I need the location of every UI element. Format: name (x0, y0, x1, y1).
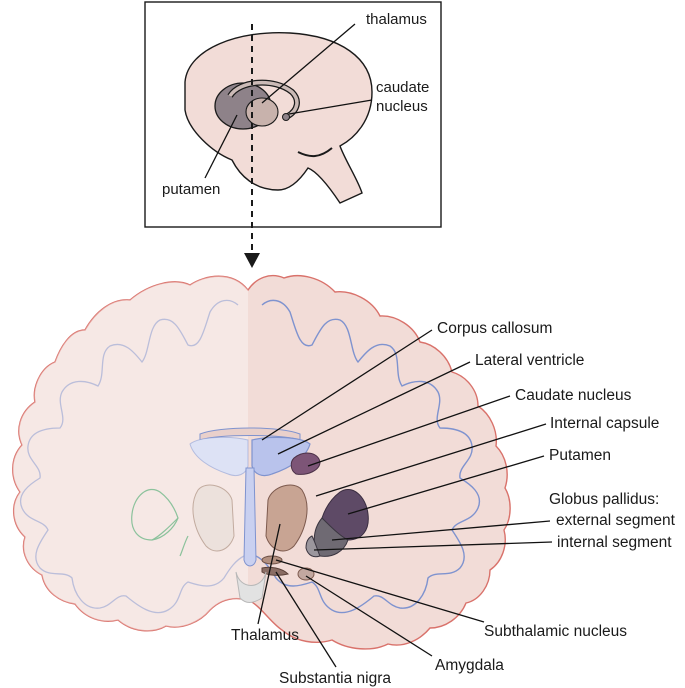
globus-pallidus-internal-shape (305, 535, 321, 558)
amygdala-shape (297, 567, 315, 581)
inset-thalamus-shape (245, 97, 279, 127)
label-internal-segment: internal segment (557, 534, 672, 551)
inset-caudate-leader (288, 99, 373, 115)
inset-label-caudate-2: nucleus (376, 98, 428, 115)
label-corpus-callosum: Corpus callosum (437, 320, 552, 337)
inset-putamen-leader (204, 114, 238, 179)
brainstem-shape (235, 571, 267, 603)
label-amygdala: Amygdala (435, 657, 504, 674)
coronal-section: Corpus callosum Lateral ventricle Caudat… (12, 274, 676, 687)
leader-caudate-nucleus (307, 395, 511, 467)
label-subthalamic-nucleus: Subthalamic nucleus (484, 623, 627, 640)
leader-internal-capsule (315, 423, 547, 497)
inset-brainstem-line (297, 147, 333, 158)
leader-putamen (347, 455, 545, 515)
thalamus-left-shape (192, 484, 235, 552)
caudate-nucleus-shape (290, 452, 321, 475)
left-hemisphere-fade (12, 276, 249, 631)
label-thalamus: Thalamus (231, 627, 299, 644)
label-substantia-nigra: Substantia nigra (279, 670, 391, 687)
leader-subthalamic-nucleus (275, 559, 485, 623)
inset-brain-outline (184, 31, 373, 204)
inset-thalamus-leader (261, 23, 356, 104)
white-matter-outline-right (255, 299, 481, 614)
inset-label-caudate-1: caudate (376, 79, 429, 96)
leader-amygdala (305, 575, 433, 657)
third-ventricle-shape (243, 467, 257, 567)
leader-thalamus (257, 523, 281, 625)
label-globus-pallidus: Globus pallidus: (549, 491, 659, 508)
label-internal-capsule: Internal capsule (550, 415, 659, 432)
lateral-ventricle-left-shape (189, 436, 249, 477)
leader-substantia-nigra (275, 571, 337, 668)
leader-gp-external (331, 520, 551, 541)
white-matter-outline-left (19, 299, 245, 614)
leader-corpus-callosum (261, 329, 433, 441)
inset-caudate-fill (228, 80, 299, 118)
leader-lateral-ventricle (277, 361, 471, 455)
label-lateral-ventricle: Lateral ventricle (475, 352, 584, 369)
inset-label-thalamus: thalamus (366, 11, 427, 28)
inset-caudate-tail (282, 113, 290, 121)
label-caudate-nucleus: Caudate nucleus (515, 387, 632, 404)
globus-pallidus-external-shape (313, 517, 349, 557)
label-external-segment: external segment (556, 512, 676, 529)
inset-panel: thalamus caudate nucleus putamen (144, 1, 442, 228)
leader-gp-internal (313, 541, 553, 551)
gp-left-outline (151, 517, 189, 557)
inset-label-putamen: putamen (162, 181, 220, 198)
section-plane-arrowhead (244, 253, 260, 268)
label-putamen: Putamen (549, 447, 611, 464)
